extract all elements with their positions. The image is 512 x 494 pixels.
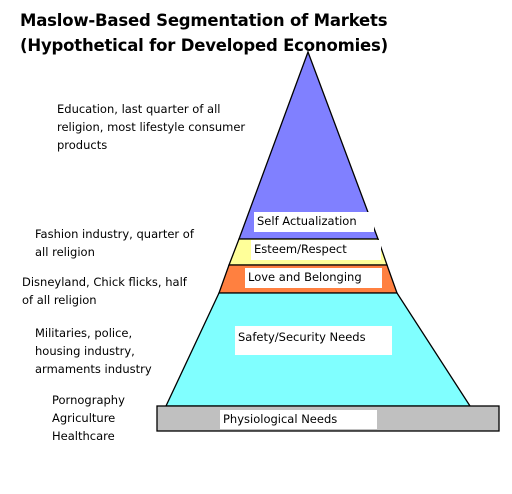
- segment-text-physiological: Pornography Agriculture Healthcare: [52, 393, 125, 443]
- level-label-self-actualization: Self Actualization: [254, 212, 374, 232]
- segment-text-safety: Militaries, police, housing industry, ar…: [35, 326, 152, 376]
- level-label-esteem: Esteem/Respect: [251, 240, 381, 260]
- level-label-physiological: Physiological Needs: [220, 410, 377, 429]
- level-label-love: Love and Belonging: [245, 268, 382, 288]
- segment-text-esteem: Fashion industry, quarter of all religio…: [35, 227, 194, 259]
- level-self-actualization-band: [238, 50, 379, 240]
- segment-text-love: Disneyland, Chick flicks, half of all re…: [22, 275, 187, 307]
- level-label-safety: Safety/Security Needs: [235, 326, 392, 355]
- segment-text-self-actualization: Education, last quarter of all religion,…: [57, 102, 246, 152]
- diagram-title-line-1: Maslow-Based Segmentation of Markets: [20, 11, 388, 30]
- diagram-title-line-2: (Hypothetical for Developed Economies): [20, 36, 388, 55]
